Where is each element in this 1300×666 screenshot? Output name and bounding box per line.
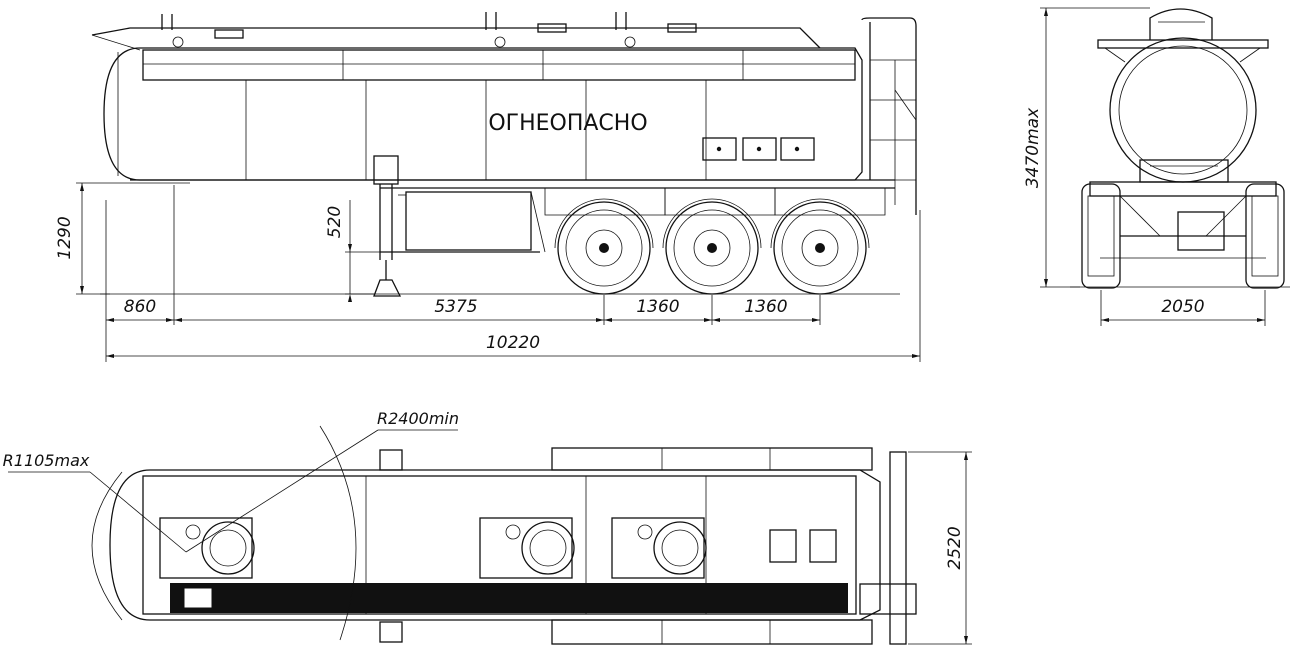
top-view: R1105max R2400min 2520 bbox=[3, 409, 972, 645]
top-manhole-1 bbox=[159, 517, 255, 579]
rear-dimensions bbox=[1040, 7, 1266, 326]
axle-2-wheel bbox=[665, 201, 759, 295]
hazard-plates bbox=[702, 137, 815, 161]
top-walkway bbox=[170, 583, 848, 613]
rear-right-wheels bbox=[1245, 183, 1285, 289]
axle-1-wheel bbox=[557, 201, 651, 295]
rear-ladder bbox=[861, 17, 917, 215]
manhole-1 bbox=[161, 14, 244, 48]
top-manhole-3 bbox=[611, 517, 707, 579]
top-manhole-2 bbox=[479, 517, 575, 579]
dim-front-swing-radius: R1105max bbox=[3, 451, 90, 470]
dim-axle-spacing-2: 1360 bbox=[744, 297, 787, 317]
dim-fifth-wheel-height: 1290 bbox=[55, 216, 75, 259]
dim-landing-gear-height: 520 bbox=[325, 206, 345, 238]
dim-overall-width: 2520 bbox=[945, 526, 965, 569]
rear-left-wheels bbox=[1081, 183, 1121, 289]
manhole-2 bbox=[485, 12, 567, 48]
top-rail bbox=[142, 49, 856, 81]
dim-turning-radius: R2400min bbox=[377, 409, 459, 428]
rear-top-rail bbox=[1097, 39, 1269, 49]
landing-gear bbox=[373, 155, 406, 297]
axle-3-wheel bbox=[773, 201, 867, 295]
dim-max-height: 3470max bbox=[1023, 107, 1043, 188]
toolbox bbox=[405, 191, 532, 251]
side-view: ОГНЕОПАСНО bbox=[55, 12, 921, 362]
side-dimensions bbox=[76, 182, 921, 362]
manhole-3 bbox=[615, 12, 697, 48]
dim-kingpin-to-axle: 5375 bbox=[434, 297, 477, 317]
rear-view: 3470max 2050 bbox=[1023, 7, 1290, 326]
dim-track-width: 2050 bbox=[1161, 297, 1204, 317]
dim-overall-length: 10220 bbox=[486, 333, 540, 353]
top-deck bbox=[142, 475, 857, 615]
warning-label: ОГНЕОПАСНО bbox=[488, 111, 647, 136]
top-body-outline bbox=[109, 469, 881, 621]
dim-front-overhang: 860 bbox=[124, 297, 156, 317]
rear-plate-box bbox=[1177, 211, 1225, 251]
dim-axle-spacing-1: 1360 bbox=[636, 297, 679, 317]
